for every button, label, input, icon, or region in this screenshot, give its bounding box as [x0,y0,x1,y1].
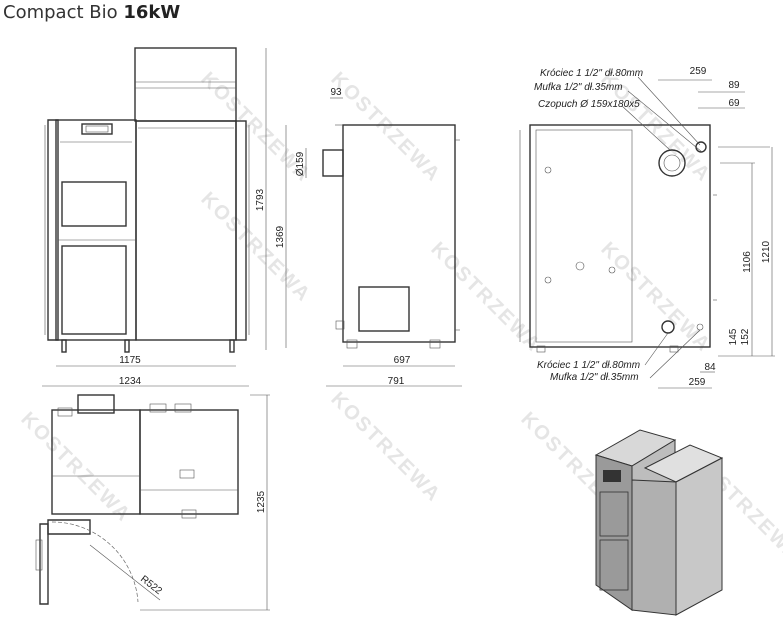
top-depth: 1235 [256,490,267,513]
side-depth-total: 791 [388,376,405,387]
rear-dim-69: 69 [728,98,740,109]
side-height: 1369 [275,225,286,248]
rear-bottom-note-1: Króciec 1 1/2" dł.80mm [537,360,640,371]
front-width-inner: 1175 [119,355,141,366]
rear-dim-84: 84 [704,362,716,373]
page-title: Compact Bio 16kW [3,2,180,23]
watermark-5: KOSTRZEWA [426,238,545,357]
side-depth-inner: 697 [394,355,411,366]
watermark-2: KOSTRZEWA [326,68,445,187]
rear-top-note-1: Króciec 1 1/2" dł.80mm [540,68,643,79]
watermark-9: KOSTRZEWA [16,408,135,527]
top-view: R522 1235 [35,394,270,611]
title-power: 16kW [123,2,181,23]
rear-dim-bottom-w: 259 [689,377,706,388]
rear-dim-145: 145 [728,328,739,345]
rear-view: Króciec 1 1/2" dł.80mm Mufka 1/2" dł.35m… [519,66,775,389]
rear-dim-top-w: 259 [690,66,707,77]
side-top-offset: 93 [330,87,342,98]
side-flue-diameter: Ø159 [295,151,306,176]
rear-dim-1210: 1210 [761,240,772,263]
title-model: Compact Bio [3,2,118,23]
rear-bottom-note-2: Mufka 1/2" dł.35mm [550,372,639,383]
front-height: 1793 [255,188,266,211]
iso-view [594,429,724,616]
watermark-6: KOSTRZEWA [596,238,715,357]
rear-top-notes: Króciec 1 1/2" dł.80mm Mufka 1/2" dł.35m… [534,68,643,110]
rear-top-note-3: Czopuch Ø 159x180x5 [538,99,640,110]
front-width-total: 1234 [119,376,142,387]
rear-dim-1106: 1106 [742,251,753,273]
watermark-7: KOSTRZEWA [326,388,445,507]
rear-dim-89: 89 [728,80,740,91]
front-view: 1175 1234 1793 [42,47,267,387]
rear-bottom-notes: Króciec 1 1/2" dł.80mm Mufka 1/2" dł.35m… [537,360,640,383]
rear-top-note-2: Mufka 1/2" dł.35mm [534,82,623,93]
rear-dim-152: 152 [740,328,751,345]
side-view: 93 Ø159 1369 697 791 [275,87,462,387]
